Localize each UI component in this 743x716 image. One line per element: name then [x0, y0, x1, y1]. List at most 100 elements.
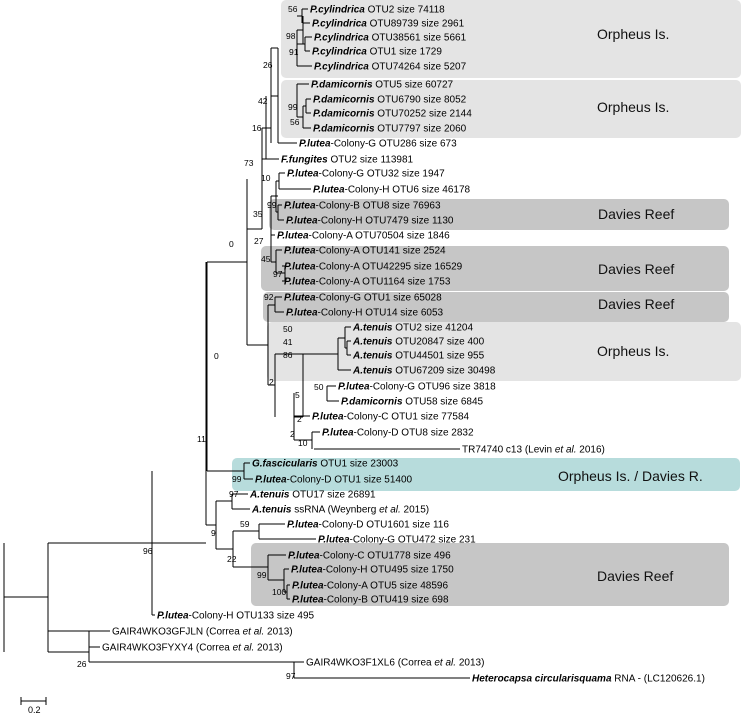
leaf-label-part: -Colony-G OTU96 size 3818 — [370, 382, 497, 393]
leaf-label: P.lutea-Colony-H OTU6 size 46178 — [313, 185, 471, 196]
bootstrap-support-value: 5 — [295, 390, 300, 400]
clade-location-label: Orpheus Is. — [597, 99, 669, 115]
bootstrap-support-value: 2 — [290, 429, 295, 439]
clade-location-label: Davies Reef — [598, 296, 674, 312]
leaf-label: P.lutea-Colony-A OTU5 size 48596 — [292, 581, 448, 592]
leaf-label-part: -Colony-H OTU6 size 46178 — [345, 185, 471, 196]
clade-location-label: Orpheus Is. / Davies R. — [558, 468, 703, 484]
leaf-label: P.cylindrica OTU1 size 1729 — [312, 47, 442, 58]
species-name: P.lutea — [284, 246, 316, 257]
bootstrap-support-value: 91 — [289, 47, 299, 57]
bootstrap-support-value: 0 — [214, 351, 219, 361]
clade-location-label: Davies Reef — [597, 568, 673, 584]
bootstrap-support-value: 92 — [264, 292, 274, 302]
leaf-label: P.cylindrica OTU2 size 74118 — [310, 5, 445, 16]
leaf-label: A.tenuis OTU20847 size 400 — [352, 337, 485, 348]
leaf-label: P.lutea-Colony-G OTU472 size 231 — [318, 535, 476, 546]
leaf-label: P.cylindrica OTU74264 size 5207 — [314, 62, 467, 73]
leaf-label: A.tenuis OTU17 size 26891 — [249, 490, 376, 501]
clade-highlight-box — [261, 246, 729, 291]
bootstrap-support-value: 26 — [77, 659, 87, 669]
leaf-label-part: -Colony-A OTU70504 size 1846 — [309, 231, 451, 242]
leaf-label-part: OTU2 size 113981 — [328, 155, 414, 166]
bootstrap-support-value: 11 — [197, 434, 206, 444]
bootstrap-support-value: 42 — [258, 96, 268, 106]
leaf-label: G.fascicularis OTU1 size 23003 — [252, 459, 399, 470]
bootstrap-support-value: 99 — [257, 570, 267, 580]
species-name: A.tenuis — [352, 337, 393, 348]
clade-highlight-box — [263, 292, 729, 322]
leaf-label-part: et al. — [243, 627, 265, 638]
leaf-label-part: 2013) — [254, 643, 282, 654]
leaf-label-part: 2015) — [401, 505, 429, 516]
species-name: P.lutea — [255, 475, 287, 486]
species-name: P.cylindrica — [314, 62, 369, 73]
species-name: P.damicornis — [313, 109, 375, 120]
leaf-label-part: OTU1 size 1729 — [367, 47, 442, 58]
bootstrap-support-value: 97 — [273, 269, 283, 279]
species-name: P.lutea — [288, 551, 320, 562]
leaf-label-part: OTU44501 size 955 — [392, 351, 484, 362]
leaf-label-part: -Colony-A OTU141 size 2524 — [316, 246, 447, 257]
species-name: P.cylindrica — [312, 19, 367, 30]
leaf-label-part: -Colony-A OTU5 size 48596 — [324, 581, 449, 592]
bootstrap-support-value: 99 — [232, 474, 242, 484]
bootstrap-support-value: 35 — [253, 209, 263, 219]
bootstrap-support-value: 56 — [288, 4, 298, 14]
leaf-label: P.lutea-Colony-B OTU8 size 76963 — [284, 201, 441, 212]
bootstrap-support-value: 9 — [211, 528, 216, 538]
bootstrap-support-value: 10 — [298, 438, 308, 448]
clade-location-label: Davies Reef — [598, 261, 674, 277]
species-name: P.lutea — [318, 535, 350, 546]
leaf-label-part: -Colony-G OTU286 size 673 — [331, 139, 458, 150]
clade-highlight-box — [232, 458, 740, 491]
leaf-label: P.lutea-Colony-G OTU32 size 1947 — [287, 169, 445, 180]
leaf-label-part: -Colony-D OTU1601 size 116 — [319, 520, 450, 531]
leaf-label-part: -Colony-H OTU14 size 6053 — [318, 308, 444, 319]
leaf-label: P.lutea-Colony-H OTU133 size 495 — [157, 611, 315, 622]
leaf-label: P.lutea-Colony-H OTU495 size 1750 — [291, 565, 454, 576]
clade-highlight-box — [267, 322, 741, 381]
species-name: P.lutea — [292, 595, 324, 606]
species-name: P.lutea — [292, 581, 324, 592]
leaf-label-part: -Colony-C OTU1 size 77584 — [344, 412, 470, 423]
species-name: P.damicornis — [341, 397, 403, 408]
species-name: G.fascicularis — [252, 459, 318, 470]
bootstrap-support-value: 99 — [267, 200, 277, 210]
leaf-label: P.damicornis OTU7797 size 2060 — [313, 124, 467, 135]
leaf-label: P.cylindrica OTU89739 size 2961 — [312, 19, 465, 30]
leaf-label: P.cylindrica OTU38561 size 5661 — [314, 33, 467, 44]
species-name: A.tenuis — [352, 366, 393, 377]
leaf-label-part: -Colony-G OTU32 size 1947 — [319, 169, 446, 180]
scale-bar-label: 0.2 — [28, 705, 41, 715]
leaf-label-part: et al. — [555, 445, 577, 456]
leaf-label-part: TR74740 c13 (Levin — [462, 445, 555, 456]
bootstrap-support-value: 50 — [314, 382, 324, 392]
bootstrap-support-value: 73 — [244, 158, 254, 168]
bootstrap-support-value: 86 — [283, 350, 293, 360]
leaf-label: P.lutea-Colony-C OTU1778 size 496 — [288, 551, 451, 562]
leaf-label: P.lutea-Colony-G OTU96 size 3818 — [338, 382, 496, 393]
bootstrap-support-value: 16 — [252, 123, 262, 133]
leaf-label: F.fungites OTU2 size 113981 — [281, 155, 414, 166]
leaf-label-part: OTU89739 size 2961 — [367, 19, 465, 30]
leaf-label: P.lutea-Colony-C OTU1 size 77584 — [312, 412, 470, 423]
leaf-label-part: OTU70252 size 2144 — [375, 109, 473, 120]
species-name: P.lutea — [338, 382, 370, 393]
species-name: P.lutea — [286, 308, 318, 319]
leaf-label-part: -Colony-A OTU42295 size 16529 — [316, 262, 463, 273]
leaf-label-part: -Colony-G OTU1 size 65028 — [316, 293, 443, 304]
bootstrap-support-value: 2 — [297, 414, 302, 424]
leaf-label-part: OTU1 size 23003 — [318, 459, 399, 470]
species-name: Heterocapsa circularisquama — [472, 674, 612, 685]
leaf-label-part: -Colony-H OTU495 size 1750 — [323, 565, 455, 576]
leaf-label: A.tenuis OTU67209 size 30498 — [352, 366, 496, 377]
bootstrap-support-value: 97 — [286, 671, 296, 681]
species-name: P.damicornis — [313, 124, 375, 135]
bootstrap-support-value: 10 — [261, 173, 271, 183]
species-name: P.lutea — [287, 169, 319, 180]
species-name: P.lutea — [312, 412, 344, 423]
leaf-label: P.lutea-Colony-D OTU8 size 2832 — [322, 428, 474, 439]
bootstrap-support-value: 2 — [269, 377, 274, 387]
species-name: P.lutea — [277, 231, 309, 242]
